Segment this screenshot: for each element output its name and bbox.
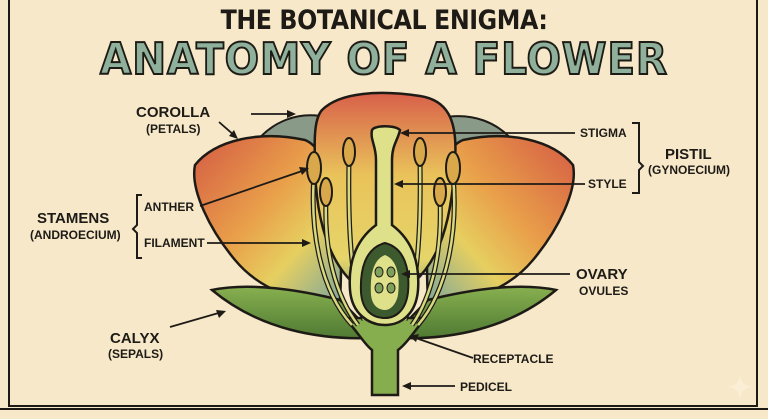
label-ovary: OVARY <box>576 266 628 283</box>
label-calyx: CALYX <box>110 330 160 347</box>
label-stamens: STAMENS <box>37 210 110 227</box>
label-petals: (PETALS) <box>146 122 201 136</box>
label-gynoecium: (GYNOECIUM) <box>648 163 730 177</box>
pointer-lines <box>169 113 585 387</box>
arrowheads <box>216 110 419 390</box>
label-stigma: STIGMA <box>580 126 627 140</box>
label-receptacle: RECEPTACLE <box>473 352 554 366</box>
label-pedicel: PEDICEL <box>460 380 513 394</box>
bottom-rule <box>0 408 768 410</box>
sparkle-icon <box>727 374 753 400</box>
title-line-2: ANATOMY OF A FLOWER <box>99 34 669 85</box>
label-anther: ANTHER <box>144 200 194 214</box>
anthers <box>306 137 461 207</box>
stamens-brace <box>131 194 142 259</box>
label-androecium: (ANDROECIUM) <box>30 228 121 242</box>
label-filament: FILAMENT <box>144 236 205 250</box>
title-line-1: THE BOTANICAL ENIGMA: <box>220 5 548 36</box>
pistil-brace <box>632 122 645 194</box>
label-style: STYLE <box>588 177 627 191</box>
receptacle <box>342 316 428 397</box>
poster-frame <box>8 0 758 407</box>
label-sepals: (SEPALS) <box>108 347 164 361</box>
ovules <box>374 266 396 294</box>
label-pistil: PISTIL <box>665 146 712 163</box>
label-ovules: OVULES <box>579 284 629 298</box>
label-corolla: COROLLA <box>136 104 211 121</box>
